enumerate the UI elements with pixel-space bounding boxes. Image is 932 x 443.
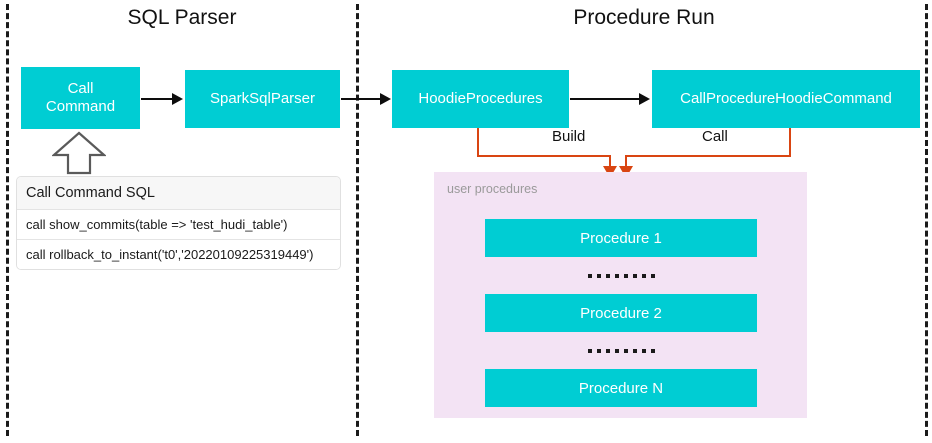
- call-connector-drop: [625, 155, 627, 169]
- flow-arrow-head-call-to-parser: [172, 93, 183, 105]
- ellipsis-dot: [623, 273, 628, 278]
- section-title-sql-parser: SQL Parser: [127, 6, 237, 29]
- user-procedures-panel: user procedures Procedure 1 Procedure 2 …: [434, 172, 807, 418]
- ellipsis-dot: [605, 273, 610, 278]
- call-connector-vertical: [789, 128, 791, 157]
- flow-arrow-head-parser-to-procedures: [380, 93, 391, 105]
- ellipsis-dot: [650, 348, 655, 353]
- flow-arrow-line-call-to-parser: [141, 98, 174, 100]
- ellipsis-dot: [596, 273, 601, 278]
- build-connector-horizontal: [477, 155, 611, 157]
- edge-label-call: Call: [697, 128, 733, 145]
- procedure-item[interactable]: Procedure 1: [485, 219, 757, 257]
- ellipsis-separator: [485, 332, 757, 369]
- flow-arrow-line-parser-to-procedures: [341, 98, 381, 100]
- ellipsis-dot: [614, 348, 619, 353]
- procedure-item[interactable]: Procedure 2: [485, 294, 757, 332]
- build-connector-drop: [609, 155, 611, 169]
- call-command-sql-table: Call Command SQL call show_commits(table…: [16, 176, 341, 270]
- ellipsis-dot: [587, 348, 592, 353]
- sql-table-row[interactable]: call rollback_to_instant('t0','202201092…: [17, 240, 340, 269]
- region-divider-left: [6, 4, 9, 436]
- ellipsis-dot: [632, 348, 637, 353]
- block-up-arrow-icon: [52, 131, 106, 175]
- ellipsis-dot: [614, 273, 619, 278]
- ellipsis-dot: [650, 273, 655, 278]
- ellipsis-dot: [632, 273, 637, 278]
- node-call-procedure-hoodie-command[interactable]: CallProcedureHoodieCommand: [652, 70, 920, 128]
- node-spark-sql-parser[interactable]: SparkSqlParser: [185, 70, 340, 128]
- user-procedures-caption: user procedures: [447, 182, 538, 196]
- ellipsis-dot: [623, 348, 628, 353]
- region-divider-middle: [356, 4, 359, 436]
- node-hoodie-procedures[interactable]: HoodieProcedures: [392, 70, 569, 128]
- flow-arrow-head-procedures-to-command: [639, 93, 650, 105]
- ellipsis-dot: [587, 273, 592, 278]
- ellipsis-dot: [641, 273, 646, 278]
- node-call-command[interactable]: Call Command: [21, 67, 140, 129]
- sql-table-header: Call Command SQL: [17, 177, 340, 210]
- ellipsis-dot: [605, 348, 610, 353]
- build-connector-vertical: [477, 128, 479, 157]
- section-title-procedure-run: Procedure Run: [573, 6, 715, 29]
- sql-table-row[interactable]: call show_commits(table => 'test_hudi_ta…: [17, 210, 340, 240]
- region-divider-right: [925, 4, 928, 436]
- ellipsis-dot: [596, 348, 601, 353]
- edge-label-build: Build: [547, 128, 591, 145]
- ellipsis-dot: [641, 348, 646, 353]
- procedure-item[interactable]: Procedure N: [485, 369, 757, 407]
- ellipsis-separator: [485, 257, 757, 294]
- call-connector-horizontal: [625, 155, 791, 157]
- flow-arrow-line-procedures-to-command: [570, 98, 640, 100]
